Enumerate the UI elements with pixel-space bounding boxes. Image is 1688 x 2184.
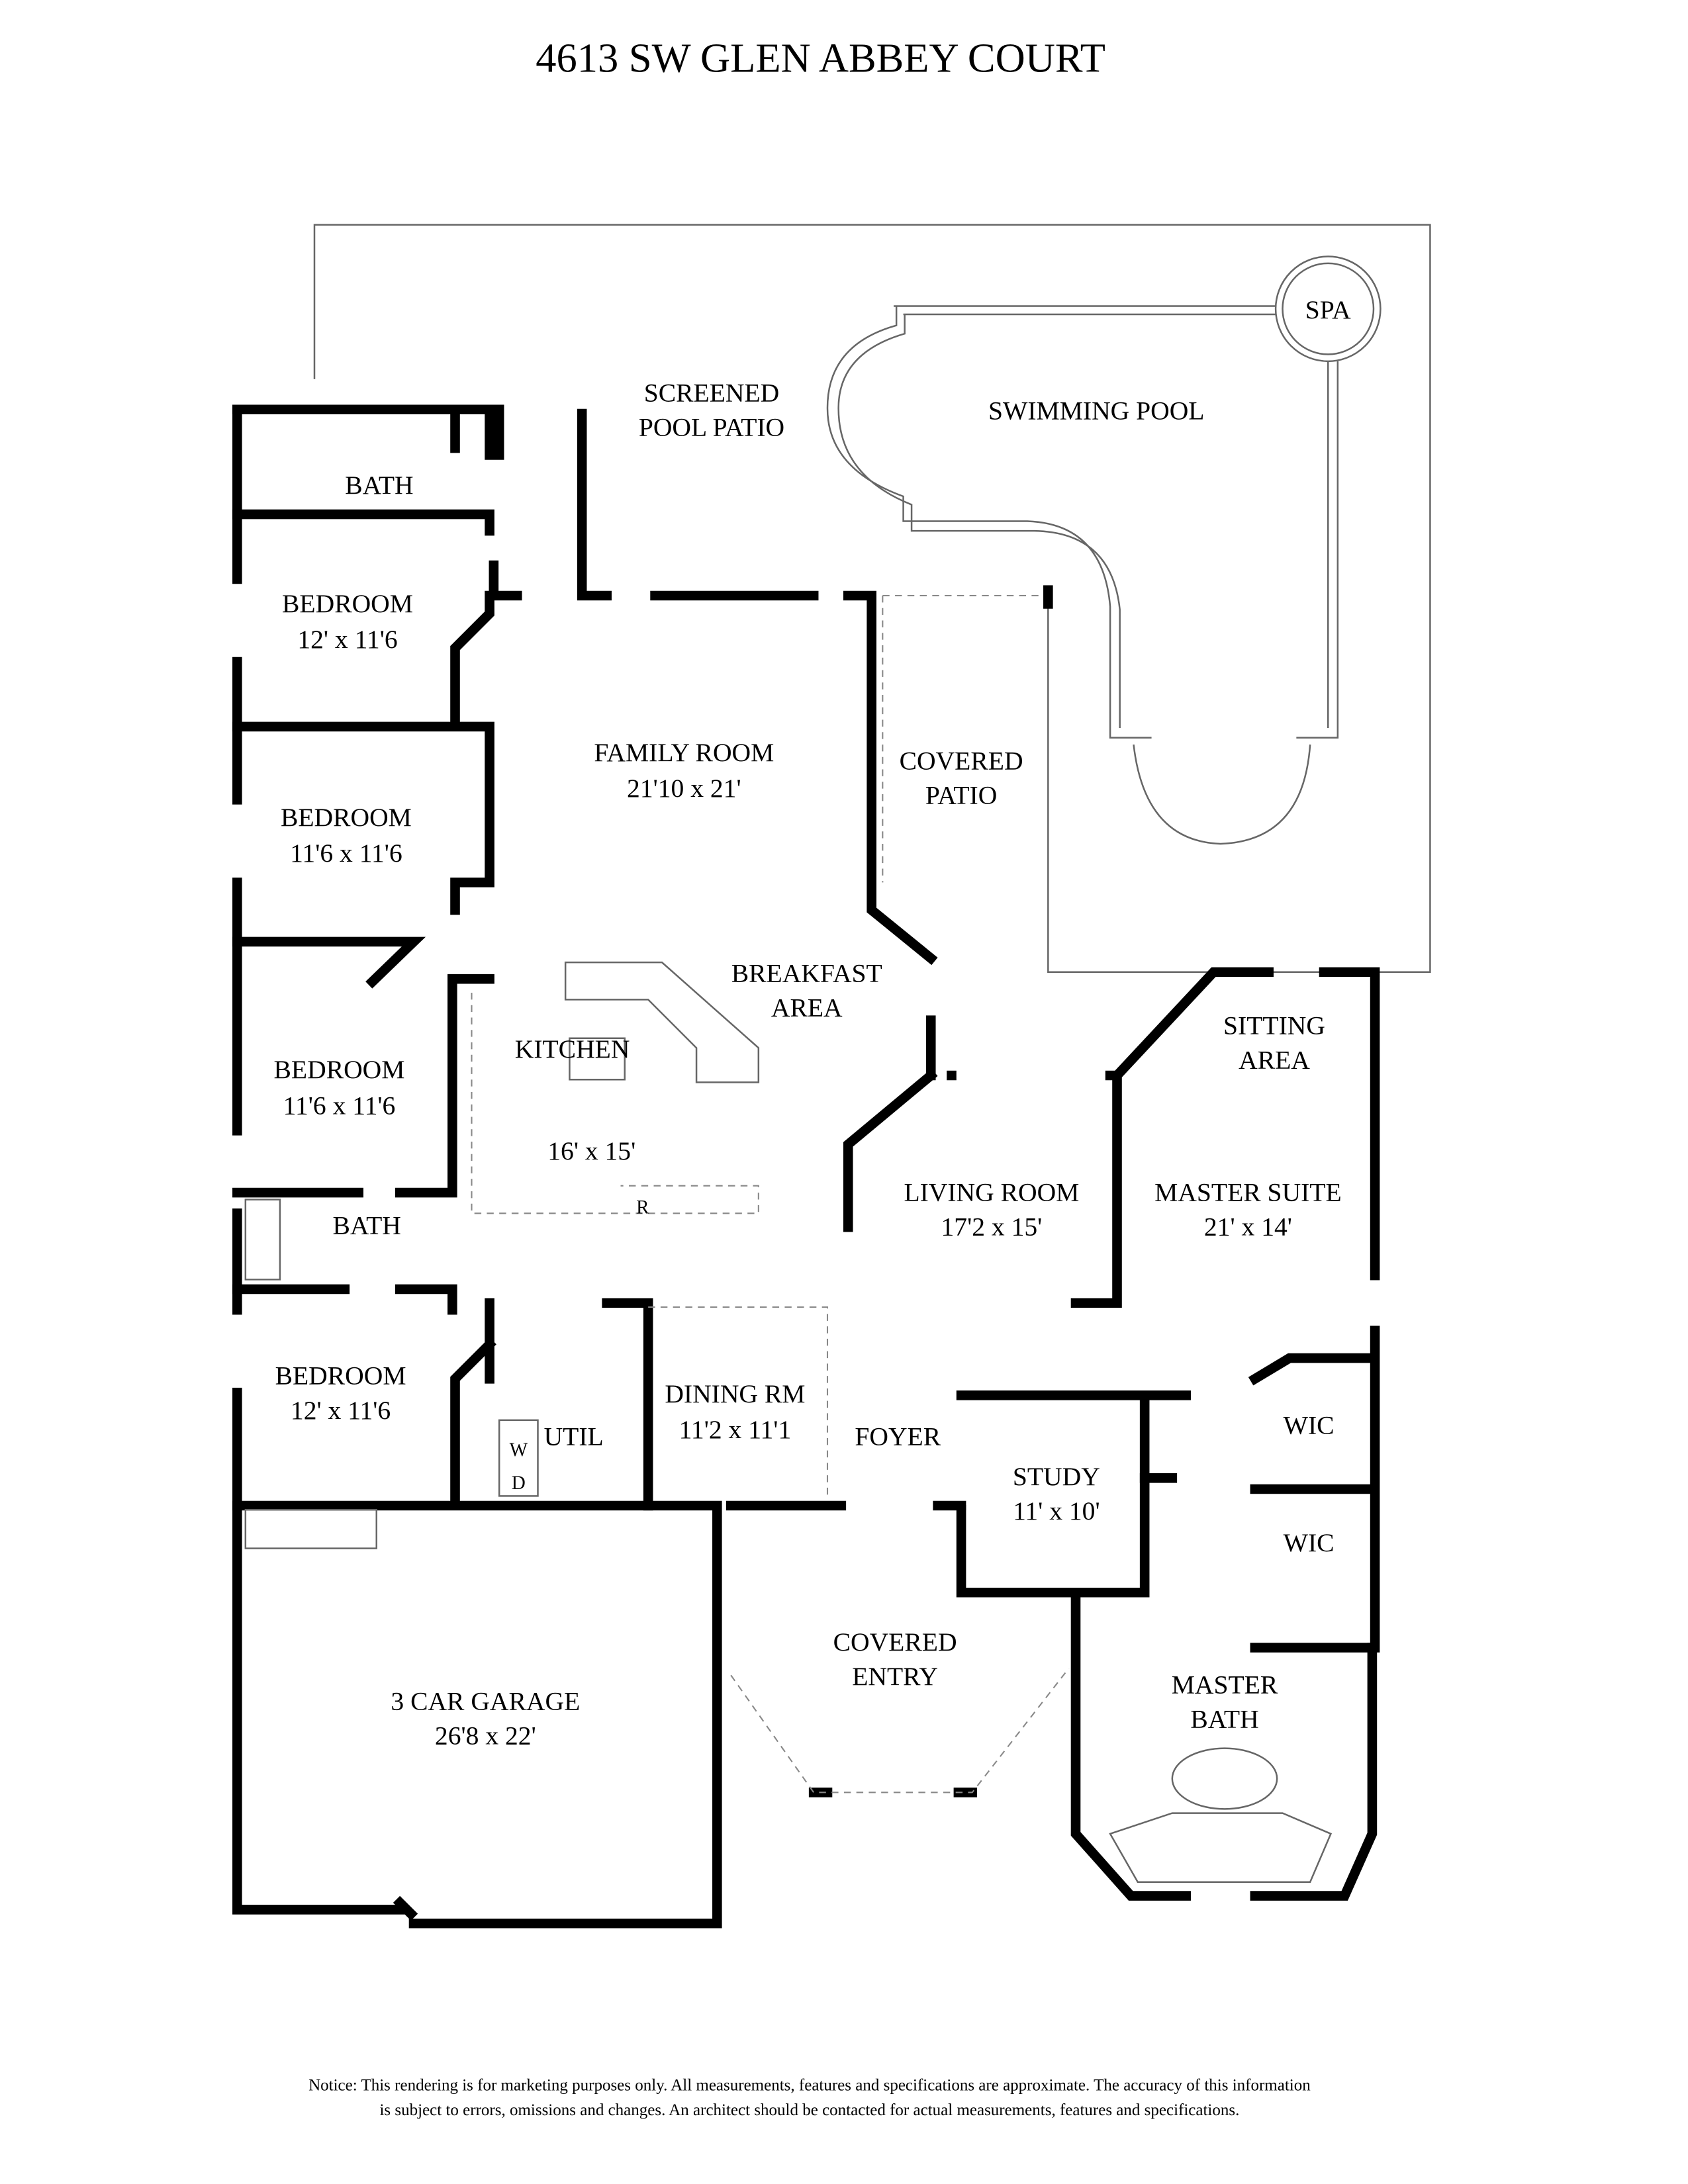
study-label: STUDY [1013, 1462, 1100, 1491]
master-bath-label: MASTER [1172, 1670, 1278, 1699]
covered-patio-label: COVERED [900, 747, 1023, 776]
study-size: 11' x 10' [1013, 1496, 1100, 1525]
swimming-pool-label: SWIMMING POOL [988, 396, 1205, 425]
screened-patio-label: SCREENED [644, 378, 780, 407]
garage-size: 26'8 x 22' [435, 1721, 536, 1750]
spa-label: SPA [1305, 295, 1351, 324]
page-title: 4613 SW GLEN ABBEY COURT [536, 34, 1105, 81]
living-room-size: 17'2 x 15' [941, 1212, 1043, 1242]
covered-entry-label: COVERED [833, 1627, 957, 1657]
wic-label: WIC [1284, 1528, 1335, 1557]
dining-room-size: 11'2 x 11'1 [679, 1415, 792, 1444]
notice-text: Notice: This rendering is for marketing … [308, 2076, 1311, 2094]
bedroom-size: 11'6 x 11'6 [290, 839, 402, 868]
family-room-size: 21'10 x 21' [627, 774, 741, 803]
sitting-area-label: SITTING [1223, 1011, 1325, 1040]
breakfast-area-label: AREA [771, 993, 843, 1022]
pool-patio-outline [313, 224, 1431, 974]
walls [232, 404, 1380, 1929]
master-suite-label: MASTER SUITE [1154, 1178, 1342, 1207]
dining-room-label: DINING RM [665, 1379, 805, 1408]
fixtures-outline [244, 961, 1333, 1883]
bedroom-label: BEDROOM [275, 1361, 406, 1390]
foyer-label: FOYER [855, 1422, 941, 1451]
master-suite-size: 21' x 14' [1204, 1212, 1292, 1242]
bedroom-size: 12' x 11'6 [297, 625, 397, 654]
bedroom-label: BEDROOM [282, 589, 413, 618]
family-room-label: FAMILY ROOM [594, 738, 774, 767]
dryer-label: D [512, 1473, 526, 1494]
notice-text: is subject to errors, omissions and chan… [379, 2101, 1239, 2119]
garage-label: 3 CAR GARAGE [391, 1686, 580, 1715]
living-room-label: LIVING ROOM [904, 1178, 1079, 1207]
sitting-area-label: AREA [1239, 1046, 1310, 1075]
utility-label: UTIL [544, 1422, 604, 1451]
kitchen-size: 16' x 15' [547, 1136, 635, 1165]
bath-label: BATH [332, 1211, 400, 1240]
kitchen-label: KITCHEN [515, 1034, 630, 1064]
bedroom-label: BEDROOM [281, 803, 412, 832]
bedroom-size: 12' x 11'6 [291, 1396, 391, 1425]
bedroom-size: 11'6 x 11'6 [283, 1091, 396, 1120]
covered-patio-label: PATIO [925, 781, 998, 810]
bath-label: BATH [345, 471, 413, 500]
wic-label: WIC [1284, 1411, 1335, 1440]
covered-entry-label: ENTRY [852, 1662, 938, 1691]
breakfast-area-label: BREAKFAST [731, 958, 882, 987]
refrigerator-label: R [636, 1197, 649, 1218]
bedroom-label: BEDROOM [274, 1055, 405, 1084]
screened-patio-label: POOL PATIO [639, 412, 784, 441]
washer-label: W [510, 1439, 528, 1461]
spa-outline [1274, 255, 1382, 363]
master-bath-label: BATH [1190, 1704, 1258, 1733]
